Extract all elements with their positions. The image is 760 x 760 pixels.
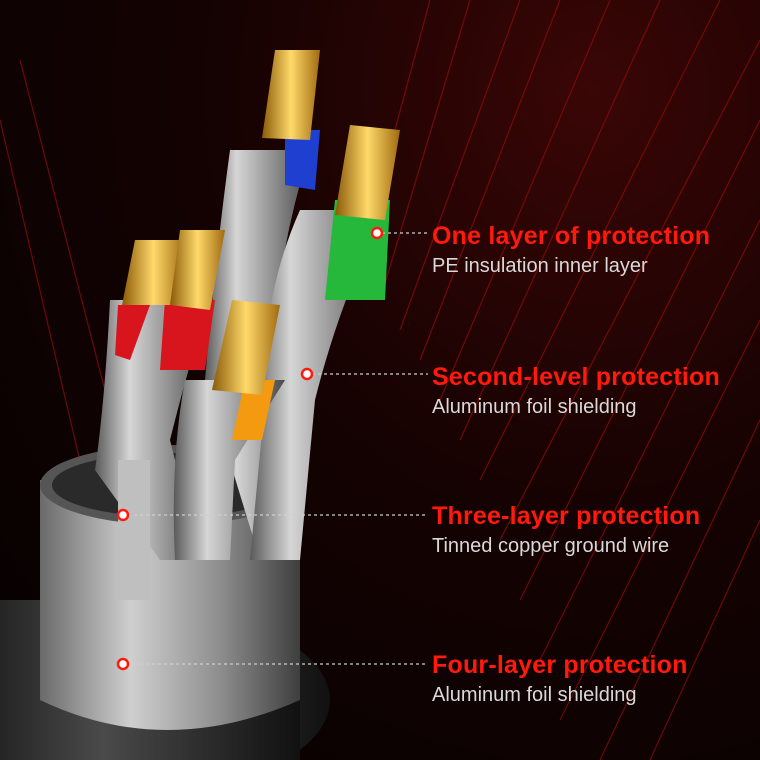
callout-subtitle: Tinned copper ground wire <box>432 535 670 557</box>
callout-title: Four-layer protection <box>432 651 688 679</box>
callout-subtitle: PE insulation inner layer <box>432 255 648 277</box>
callout-title: Second-level protection <box>432 363 720 391</box>
marker-dot-1 <box>370 226 384 240</box>
callout-subtitle: Aluminum foil shielding <box>432 684 637 706</box>
marker-dot-4 <box>116 657 130 671</box>
callout-subtitle: Aluminum foil shielding <box>432 396 637 418</box>
callout-4: Four-layer protection Aluminum foil shie… <box>432 650 688 708</box>
callout-title: One layer of protection <box>432 222 711 250</box>
callout-3: Three-layer protection Tinned copper gro… <box>432 501 700 559</box>
leader-lines <box>128 232 428 665</box>
callout-1: One layer of protection PE insulation in… <box>432 221 710 279</box>
marker-dot-2 <box>300 367 314 381</box>
callout-title: Three-layer protection <box>432 502 701 530</box>
marker-dot-3 <box>116 508 130 522</box>
marker-dots <box>116 226 384 671</box>
copper-tips <box>122 50 400 395</box>
callout-2: Second-level protection Aluminum foil sh… <box>432 362 720 420</box>
